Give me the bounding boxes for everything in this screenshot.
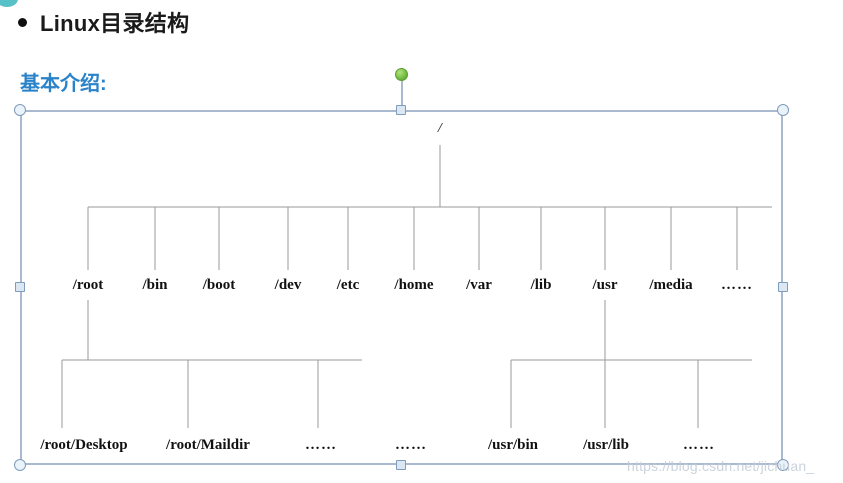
handle-bottom-right[interactable]	[777, 459, 789, 471]
tree-node-lib: /lib	[530, 277, 552, 293]
tree-node-root-desktop: /root/Desktop	[40, 437, 128, 453]
tree-node-bin: /bin	[142, 277, 168, 293]
section-subtitle-colon: :	[100, 73, 107, 95]
handle-middle-left[interactable]	[15, 282, 25, 292]
tree-node-media: /media	[649, 277, 693, 293]
section-subtitle-text: 基本介绍	[20, 73, 100, 95]
directory-tree-diagram: / /root /bin /boot /dev /etc /home /var …	[20, 110, 783, 465]
tree-node-root-maildir: /root/Maildir	[166, 437, 250, 453]
corner-circle-icon	[0, 0, 18, 7]
tree-connector-lines	[61, 145, 772, 428]
tree-node-ellipsis-usr: ……	[683, 437, 715, 453]
handle-bottom-middle[interactable]	[396, 460, 406, 470]
section-subtitle: 基本介绍:	[20, 67, 107, 96]
tree-node-ellipsis-root-a: ……	[305, 437, 337, 453]
slide-heading: Linux目录结构	[18, 6, 189, 38]
tree-node-usr: /usr	[592, 277, 618, 293]
handle-bottom-left[interactable]	[14, 459, 26, 471]
tree-node-root-dir: /root	[72, 277, 104, 293]
selected-diagram-object[interactable]: / /root /bin /boot /dev /etc /home /var …	[14, 68, 789, 471]
bullet-dot-icon	[18, 17, 27, 27]
tree-node-home: /home	[394, 277, 434, 293]
rotate-handle-icon[interactable]	[395, 68, 408, 81]
tree-node-ellipsis-level1: ……	[721, 277, 753, 293]
tree-node-var: /var	[466, 277, 492, 293]
tree-node-ellipsis-root-b: ……	[395, 437, 427, 453]
page-title: Linux目录结构	[40, 11, 190, 36]
tree-node-boot: /boot	[202, 277, 236, 293]
tree-node-etc: /etc	[336, 277, 360, 293]
handle-top-right[interactable]	[777, 104, 789, 116]
tree-node-usr-bin: /usr/bin	[487, 437, 539, 453]
handle-top-left[interactable]	[14, 104, 26, 116]
tree-node-usr-lib: /usr/lib	[583, 437, 629, 453]
handle-middle-right[interactable]	[778, 282, 788, 292]
tree-node-root: /	[438, 121, 442, 136]
watermark: https://blog.csdn.net/jichuan_	[627, 458, 815, 474]
rotate-handle-stem	[401, 77, 403, 110]
handle-top-middle[interactable]	[396, 105, 406, 115]
tree-node-dev: /dev	[274, 277, 302, 293]
